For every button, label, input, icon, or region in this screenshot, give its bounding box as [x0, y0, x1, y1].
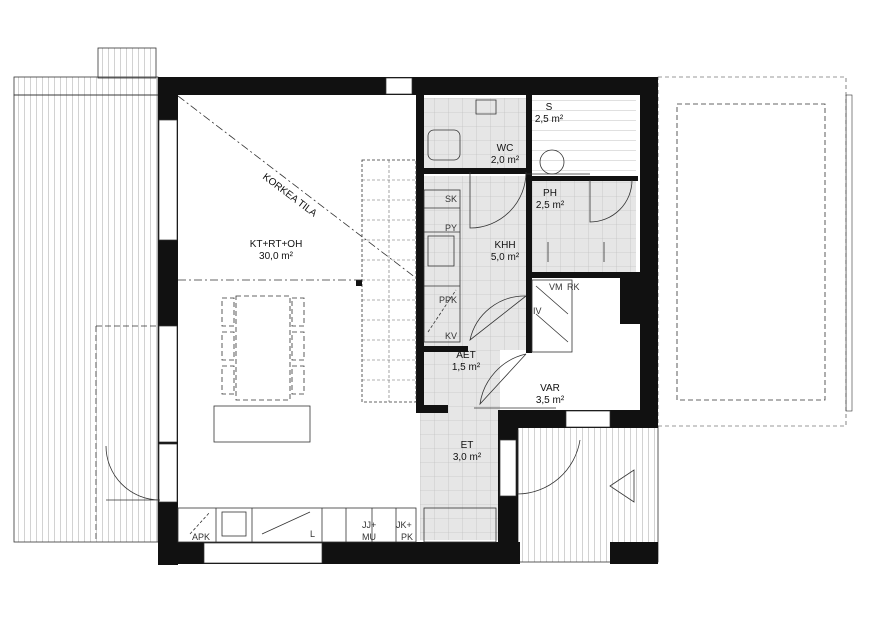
right-terrace-rail [845, 94, 853, 412]
kitchen-counter [177, 507, 417, 543]
room-label-living: KT+RT+OH 30,0 m² [250, 239, 303, 262]
fixture-sk: SK [445, 194, 457, 204]
entrance-bench [423, 507, 497, 543]
svg-text:WC: WC [497, 143, 514, 154]
svg-text:2,5 m²: 2,5 m² [536, 200, 565, 211]
fixture-jk-pk-2: PK [401, 532, 413, 542]
svg-text:AET: AET [456, 350, 475, 361]
high-space-label: KORKEA TILA [260, 172, 319, 220]
windows [158, 77, 611, 564]
fixture-ppk: PPK [439, 295, 457, 305]
entrance-porch [517, 425, 659, 563]
svg-text:S: S [546, 102, 553, 113]
fixture-iv: IV [533, 306, 542, 316]
room-label-shower: PH 2,5 m² [536, 188, 565, 211]
room-label-entrance: ET 3,0 m² [453, 440, 482, 463]
interior-walls [416, 95, 640, 413]
entry-steps [97, 47, 157, 79]
svg-text:5,0 m²: 5,0 m² [491, 252, 520, 263]
fixture-kv: KV [445, 331, 457, 341]
svg-text:2,0 m²: 2,0 m² [491, 155, 520, 166]
svg-text:30,0 m²: 30,0 m² [259, 251, 294, 262]
laundry-appliances [531, 279, 573, 353]
svg-text:PH: PH [543, 188, 557, 199]
utility-floor [423, 176, 527, 350]
stairs [356, 159, 417, 403]
fixture-rk: RK [567, 282, 580, 292]
right-terrace-inner [676, 103, 826, 401]
dining-table [221, 295, 305, 401]
doors [95, 171, 635, 542]
room-label-sauna: S 2,5 m² [535, 102, 564, 125]
left-terrace [13, 94, 159, 543]
svg-text:3,5 m²: 3,5 m² [536, 395, 565, 406]
wc-fixtures [427, 99, 497, 161]
fixture-ju-mu-1: JJ+ [362, 520, 376, 530]
sofa-island [213, 405, 311, 443]
room-label-cloak: AET 1,5 m² [452, 350, 481, 373]
fixture-l: L [310, 529, 315, 539]
svg-text:KHH: KHH [494, 240, 515, 251]
wc-floor [423, 98, 527, 170]
fixture-py: PY [445, 223, 457, 233]
high-space-diagonal [177, 95, 417, 279]
svg-text:KT+RT+OH: KT+RT+OH [250, 239, 303, 250]
fixture-apk: APK [192, 532, 210, 542]
left-terrace-top [13, 76, 159, 96]
svg-text:1,5 m²: 1,5 m² [452, 362, 481, 373]
room-label-wc: WC 2,0 m² [491, 143, 520, 166]
fixture-vm: VM [549, 282, 563, 292]
svg-text:ET: ET [461, 440, 474, 451]
svg-text:VAR: VAR [540, 383, 560, 394]
room-label-utility: KHH 5,0 m² [491, 240, 520, 263]
room-label-storage: VAR 3,5 m² [536, 383, 565, 406]
svg-text:2,5 m²: 2,5 m² [535, 114, 564, 125]
shower-heads [547, 242, 605, 262]
fixture-ju-mu-2: MU [362, 532, 376, 542]
right-terrace-outline [657, 76, 847, 427]
fixture-jk-pk-1: JK+ [396, 520, 412, 530]
utility-counter [423, 189, 461, 343]
svg-text:3,0 m²: 3,0 m² [453, 452, 482, 463]
sauna-floor [530, 98, 636, 178]
